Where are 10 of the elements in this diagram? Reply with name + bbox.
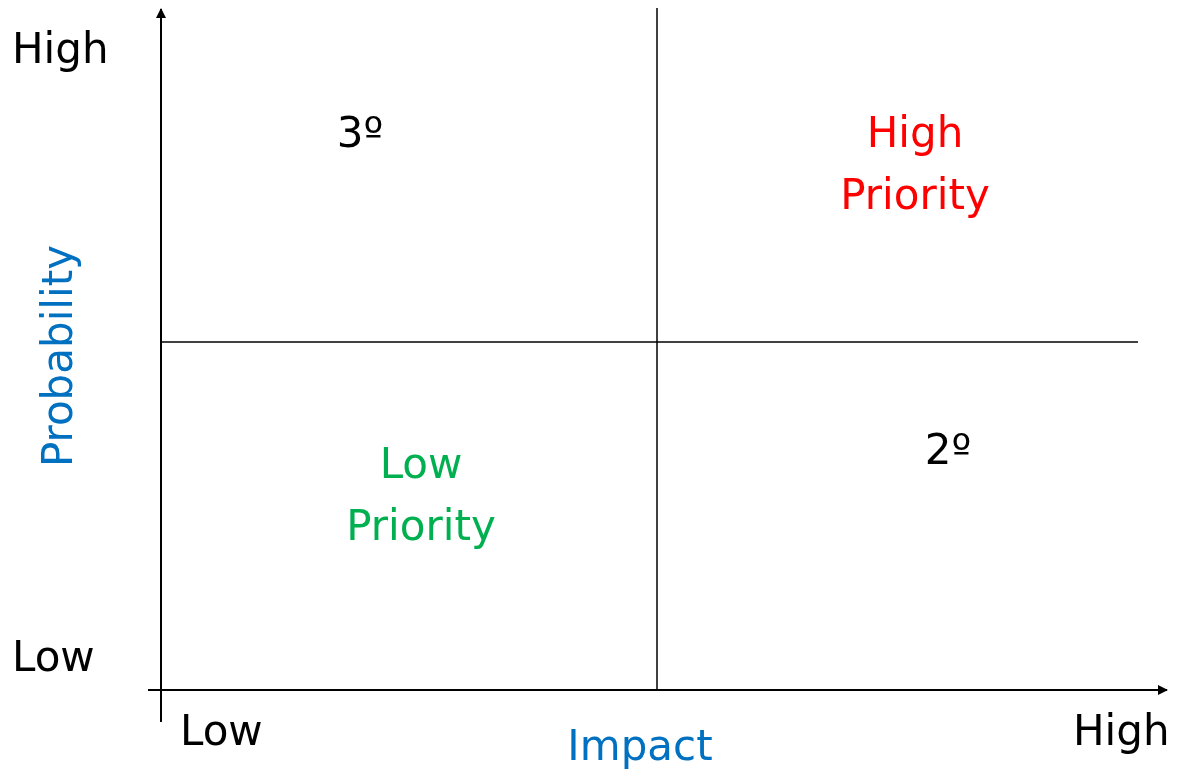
quadrant-label: Low Priority xyxy=(345,438,497,552)
quadrant-label: 3º xyxy=(336,107,384,159)
axis-level-label: Low xyxy=(180,705,263,757)
axis-level-label: High xyxy=(12,23,109,75)
quadrant-label: High Priority xyxy=(839,107,991,221)
axis-title: Impact xyxy=(567,720,713,772)
axis-title: Probability xyxy=(32,245,83,467)
axis-level-label: Low xyxy=(12,631,95,683)
quadrant-label: 2º xyxy=(924,424,972,476)
axis-level-label: High xyxy=(1073,705,1170,757)
